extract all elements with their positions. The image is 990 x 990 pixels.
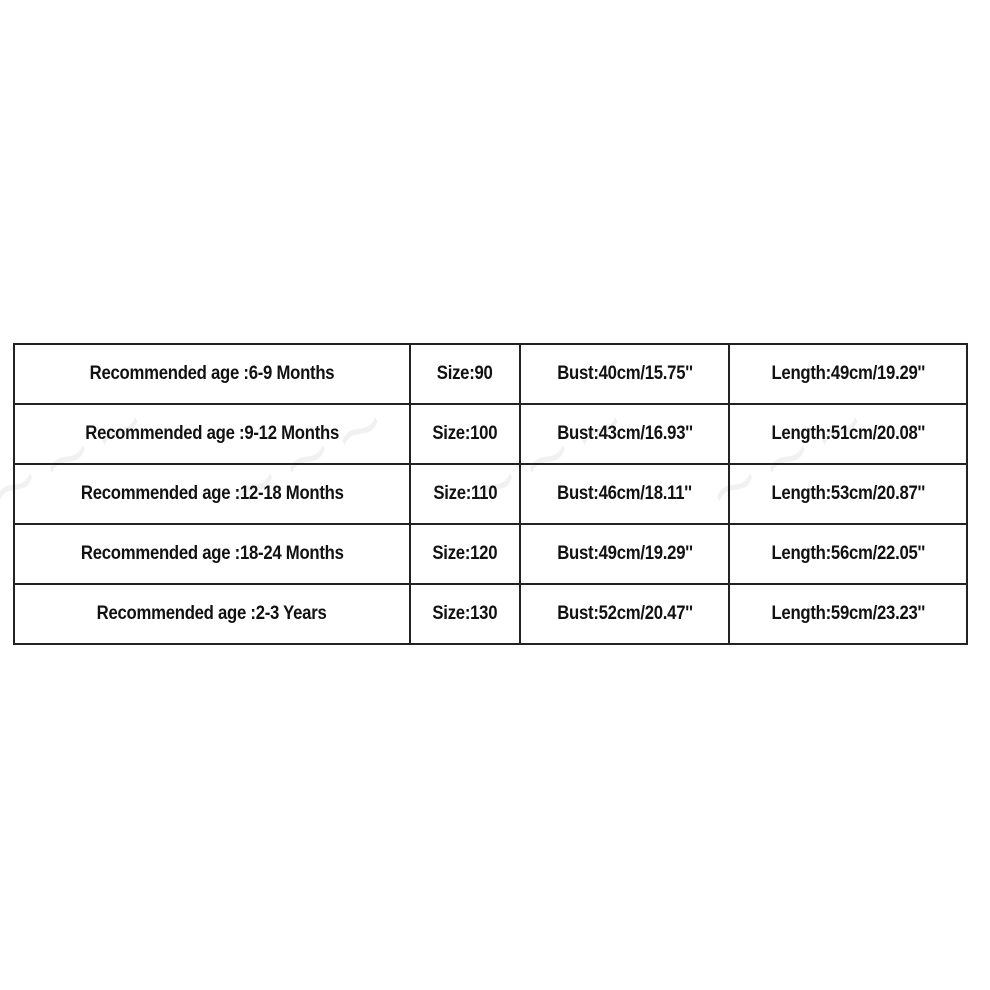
bust-cell: Bust:43cm/16.93'' [519, 403, 731, 465]
age-text: Recommended age :12-18 Months [80, 483, 344, 504]
bust-text: Bust:46cm/18.11'' [557, 483, 693, 504]
table-row: Recommended age :9-12 Months Size:100 Bu… [13, 403, 968, 465]
length-cell: Length:56cm/22.05'' [728, 523, 968, 585]
age-cell: Recommended age :18-24 Months [13, 523, 411, 585]
size-cell: Size:120 [408, 523, 522, 585]
table-row: Recommended age :6-9 Months Size:90 Bust… [13, 343, 968, 405]
size-text: Size:90 [437, 363, 493, 384]
age-text: Recommended age :2-3 Years [96, 603, 327, 624]
length-cell: Length:49cm/19.29'' [728, 343, 968, 405]
length-cell: Length:53cm/20.87'' [728, 463, 968, 525]
size-cell: Size:130 [408, 583, 522, 645]
size-chart-table: Recommended age :6-9 Months Size:90 Bust… [13, 343, 968, 645]
size-cell: Size:110 [408, 463, 522, 525]
bust-text: Bust:52cm/20.47'' [557, 603, 693, 624]
length-text: Length:49cm/19.29'' [771, 363, 925, 384]
age-cell: Recommended age :2-3 Years [13, 583, 411, 645]
bust-cell: Bust:40cm/15.75'' [519, 343, 731, 405]
bust-text: Bust:40cm/15.75'' [557, 363, 693, 384]
size-cell: Size:100 [408, 403, 522, 465]
age-text: Recommended age :18-24 Months [80, 543, 344, 564]
size-cell: Size:90 [408, 343, 522, 405]
age-cell: Recommended age :9-12 Months [13, 403, 411, 465]
age-text: Recommended age :6-9 Months [89, 363, 335, 384]
age-cell: Recommended age :6-9 Months [13, 343, 411, 405]
bust-cell: Bust:46cm/18.11'' [519, 463, 731, 525]
age-text: Recommended age :9-12 Months [85, 423, 339, 444]
size-text: Size:110 [432, 483, 497, 504]
table-row: Recommended age :12-18 Months Size:110 B… [13, 463, 968, 525]
table-row: Recommended age :2-3 Years Size:130 Bust… [13, 583, 968, 645]
age-cell: Recommended age :12-18 Months [13, 463, 411, 525]
length-cell: Length:59cm/23.23'' [728, 583, 968, 645]
bust-cell: Bust:49cm/19.29'' [519, 523, 731, 585]
length-text: Length:59cm/23.23'' [771, 603, 925, 624]
size-text: Size:120 [432, 543, 498, 564]
size-text: Size:100 [432, 423, 498, 444]
length-text: Length:51cm/20.08'' [771, 423, 925, 444]
bust-text: Bust:49cm/19.29'' [557, 543, 693, 564]
length-cell: Length:51cm/20.08'' [728, 403, 968, 465]
length-text: Length:56cm/22.05'' [771, 543, 925, 564]
table-row: Recommended age :18-24 Months Size:120 B… [13, 523, 968, 585]
bust-cell: Bust:52cm/20.47'' [519, 583, 731, 645]
length-text: Length:53cm/20.87'' [771, 483, 925, 504]
size-text: Size:130 [432, 603, 498, 624]
bust-text: Bust:43cm/16.93'' [557, 423, 693, 444]
